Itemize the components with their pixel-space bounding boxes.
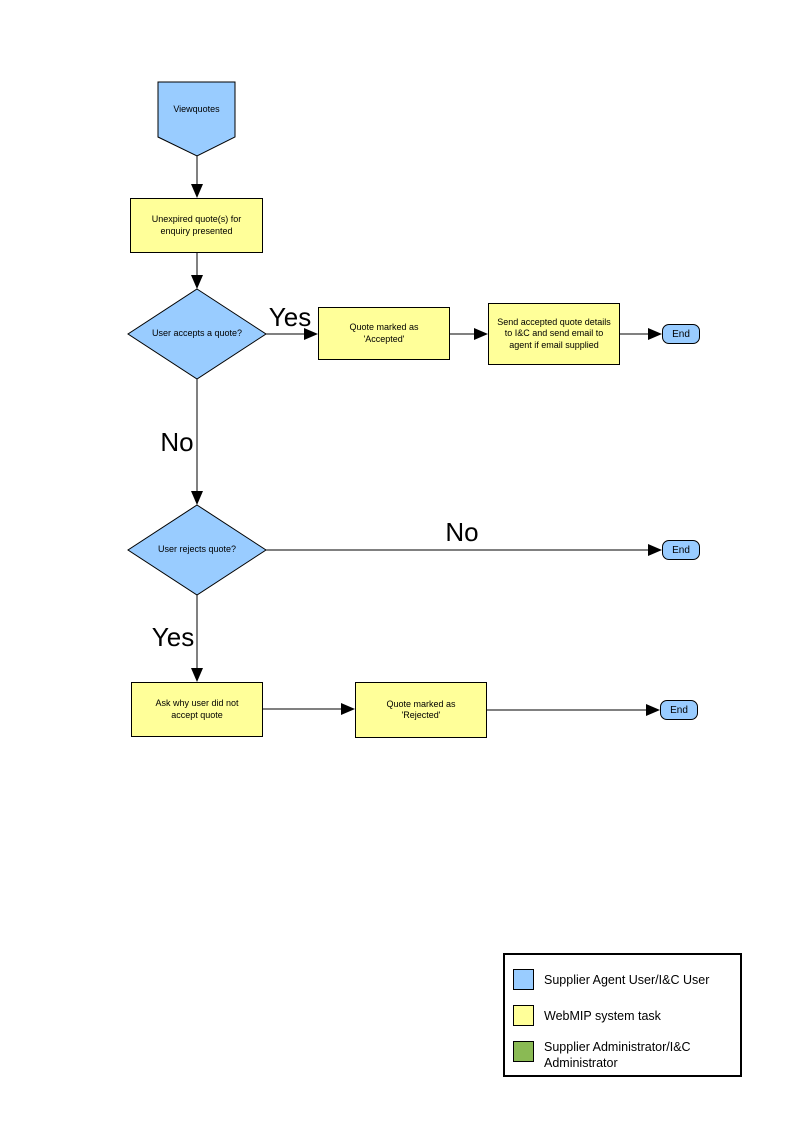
end-node-rejected: End	[660, 700, 698, 720]
process-send-details: Send accepted quote details to I&C and s…	[488, 303, 620, 365]
start-node-label: Viewquotes	[173, 104, 220, 115]
arrowhead	[304, 328, 318, 340]
process-mark-accepted: Quote marked as 'Accepted'	[318, 307, 450, 360]
edge-label-no-accept: No	[160, 427, 194, 457]
arrowhead	[341, 703, 355, 715]
edge-label-yes-reject: Yes	[151, 622, 195, 652]
yellow-swatch-icon	[513, 1005, 534, 1026]
arrowhead	[191, 275, 203, 289]
legend-label: WebMIP system task	[544, 1009, 661, 1023]
arrowhead	[648, 328, 662, 340]
process-label: Unexpired quote(s) for enquiry presented	[151, 214, 242, 236]
process-ask-why: Ask why user did not accept quote	[131, 682, 263, 737]
legend-row: Supplier Agent User/I&C User	[505, 969, 740, 1005]
process-label: Send accepted quote details to I&C and s…	[497, 317, 611, 350]
end-node-accepted: End	[662, 324, 700, 344]
arrowhead	[474, 328, 488, 340]
arrowhead	[191, 491, 203, 505]
process-mark-rejected: Quote marked as 'Rejected'	[355, 682, 487, 738]
legend-box: Supplier Agent User/I&C User WebMIP syst…	[503, 953, 742, 1077]
start-pentagon-shape	[157, 81, 236, 157]
edge-label-no-reject: No	[445, 517, 479, 547]
edge-label-yes-accept: Yes	[268, 302, 312, 332]
process-unexpired-quotes: Unexpired quote(s) for enquiry presented	[130, 198, 263, 253]
arrowhead	[646, 704, 660, 716]
legend-row: WebMIP system task	[505, 1005, 740, 1041]
green-swatch-icon	[513, 1041, 534, 1062]
arrowhead	[191, 184, 203, 198]
legend-label: Supplier Administrator/I&C Administrator	[544, 1040, 691, 1071]
legend-label: Supplier Agent User/I&C User	[544, 973, 710, 987]
blue-swatch-icon	[513, 969, 534, 990]
arrowhead	[648, 544, 662, 556]
legend-row: Supplier Administrator/I&C Administrator	[505, 1040, 740, 1077]
decision-accepts-label: User accepts a quote?	[151, 328, 243, 339]
process-label: Ask why user did not accept quote	[155, 698, 239, 720]
arrowhead	[191, 668, 203, 682]
process-label: Quote marked as 'Accepted'	[349, 322, 419, 344]
process-label: Quote marked as 'Rejected'	[386, 698, 456, 720]
end-node-no-reject: End	[662, 540, 700, 560]
decision-rejects-label: User rejects quote?	[157, 544, 237, 555]
